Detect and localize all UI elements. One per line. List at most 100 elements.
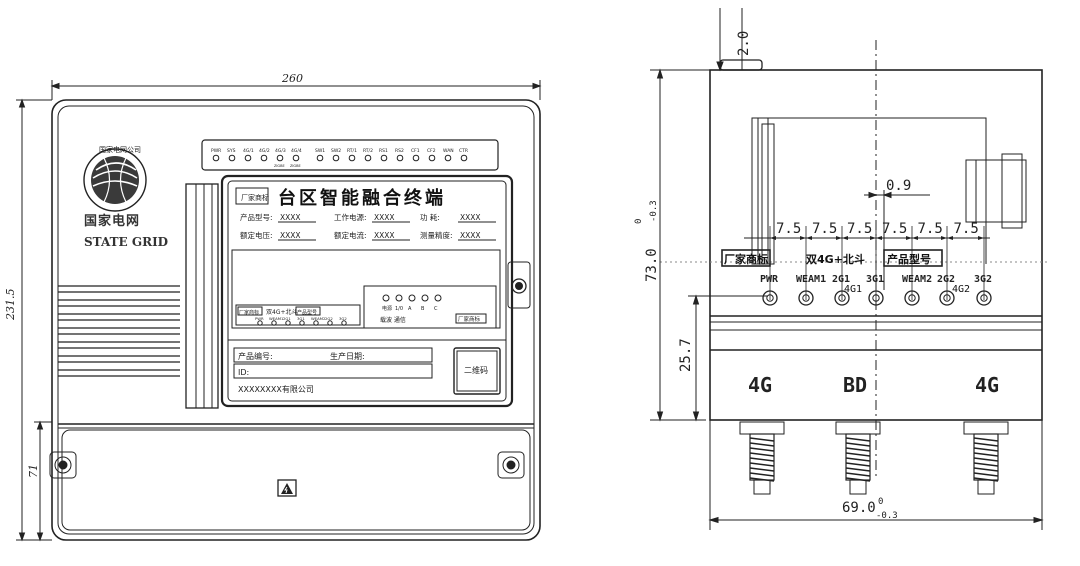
rv-led-label: 3G1 xyxy=(866,274,884,285)
module-led-dot xyxy=(313,320,319,326)
svg-text:厂家商标: 厂家商标 xyxy=(241,193,269,202)
led-strip-label: RS2 xyxy=(395,148,404,154)
pitch-value: 7.5 xyxy=(776,221,801,237)
module-led-dot xyxy=(341,320,347,326)
vent-slots xyxy=(58,285,180,377)
antenna-label-3: 4G xyxy=(975,373,999,397)
spec-label: 工作电源: xyxy=(334,212,367,222)
status-led-label: A xyxy=(408,306,412,312)
rv-led-core xyxy=(838,294,846,302)
svg-text:4G1: 4G1 xyxy=(844,284,862,295)
rv-led-label: 2G2 xyxy=(937,274,955,285)
status-led-dot xyxy=(434,294,442,302)
svg-text:二维码: 二维码 xyxy=(464,365,488,375)
dim-height-main: 73.0 xyxy=(644,248,660,282)
pitch-value: 7.5 xyxy=(882,221,907,237)
svg-text:ID:: ID: xyxy=(238,368,249,377)
spec-value: XXXX xyxy=(280,213,301,222)
led-strip-label: SW2 xyxy=(331,148,341,154)
svg-text:厂家商标: 厂家商标 xyxy=(239,309,259,316)
rv-module-text: 双4G+北斗 xyxy=(806,252,865,266)
module-led-label: 3G2 xyxy=(339,316,347,321)
antenna-connector xyxy=(749,433,775,495)
led-strip-dot xyxy=(380,154,388,162)
led-strip-label: 4G/1 xyxy=(243,148,254,154)
led-strip-label: CF2 xyxy=(427,148,436,154)
led-strip-dot xyxy=(276,154,284,162)
dim-width-text: 260 xyxy=(281,72,303,85)
svg-text:载波 通信: 载波 通信 xyxy=(380,316,406,324)
rv-led-ring xyxy=(939,290,955,306)
svg-text:0: 0 xyxy=(878,497,883,507)
led-strip-sublabel: ZIGBE xyxy=(290,164,301,168)
led-strip-dot xyxy=(444,154,452,162)
led-strip-dot xyxy=(316,154,324,162)
pitch-value: 7.5 xyxy=(812,221,837,237)
housing-outer xyxy=(51,99,541,541)
led-strip-label: PWR xyxy=(211,148,221,154)
led-strip-dot xyxy=(260,154,268,162)
svg-text:厂家商标: 厂家商标 xyxy=(458,315,481,323)
led-strip-label: RT/2 xyxy=(363,148,373,154)
status-led-dot xyxy=(408,294,416,302)
antenna-label-1: 4G xyxy=(748,373,772,397)
module-led-label: 2G2 xyxy=(325,316,333,321)
screw-right xyxy=(497,451,525,479)
dim-lower-rv: 25.7 xyxy=(678,338,694,372)
module-led-dot xyxy=(299,320,305,326)
led-strip-label: CF1 xyxy=(411,148,420,154)
led-strip-dot xyxy=(228,154,236,162)
rv-led-ring xyxy=(868,290,884,306)
state-grid-logo: 国家电网公司 国家电网 STATE GRID xyxy=(83,145,168,249)
rv-led-core xyxy=(872,294,880,302)
led-strip-dot xyxy=(348,154,356,162)
spec-label: 产品型号: xyxy=(240,212,273,222)
pitch-value: 7.5 xyxy=(918,221,943,237)
svg-text:0: 0 xyxy=(634,219,644,224)
dim-height-text: 231.5 xyxy=(4,289,17,322)
led-strip-label: SYS xyxy=(227,148,236,154)
spec-label: 额定电压: xyxy=(240,230,273,240)
led-strip-label: SW1 xyxy=(315,148,325,154)
dim-pitch-small: 0.9 xyxy=(886,178,911,194)
led-strip-dot xyxy=(332,154,340,162)
module-led-label: WEAM2 xyxy=(311,316,326,321)
led-strip-dot xyxy=(428,154,436,162)
spec-label: 功 耗: xyxy=(420,212,440,222)
module-led-label: 2G1 xyxy=(283,316,291,321)
logo-en-text: STATE GRID xyxy=(84,235,168,249)
spec-value: XXXX xyxy=(460,213,481,222)
rv-led-core xyxy=(766,294,774,302)
spec-label: 测量精度: xyxy=(420,230,453,240)
module-led-label: 3G1 xyxy=(297,316,305,321)
led-strip-label: 4G/3 xyxy=(275,148,286,154)
module-led-label: PWR xyxy=(255,316,264,321)
svg-text:双4G+北斗: 双4G+北斗 xyxy=(266,308,298,316)
svg-text:-0.3: -0.3 xyxy=(876,511,898,521)
module-led-dot xyxy=(257,320,263,326)
module-subpanel xyxy=(235,304,361,326)
antenna-label-2: BD xyxy=(843,373,867,397)
module-led-dot xyxy=(285,320,291,326)
module-led-dot xyxy=(327,320,333,326)
hinge-block xyxy=(185,183,219,409)
status-led-label: B xyxy=(421,306,425,312)
led-strip-dot xyxy=(412,154,420,162)
led-strip-sublabel: ZIGBE xyxy=(274,164,285,168)
status-box xyxy=(363,285,497,329)
status-led-dot xyxy=(421,294,429,302)
qrcode-box xyxy=(453,347,501,395)
status-led-label: C xyxy=(434,306,438,312)
dim-top-text: 2.0 xyxy=(736,31,752,56)
status-led-label: 电源 xyxy=(382,305,392,312)
led-strip-dot xyxy=(364,154,372,162)
screw-left xyxy=(49,451,77,479)
led-strip-dot xyxy=(460,154,468,162)
spec-value: XXXX xyxy=(280,231,301,240)
